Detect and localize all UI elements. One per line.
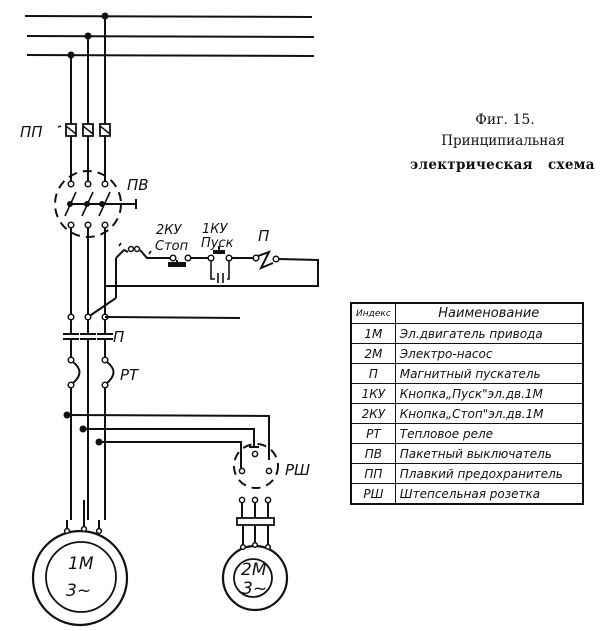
- bus-line-2: [26, 35, 315, 38]
- legend-index: 2КУ: [350, 403, 396, 424]
- motor2-phase: 3~: [242, 579, 267, 599]
- stop-button-id: 2КУ: [156, 223, 183, 238]
- start-button-1ku: 1КУ Пуск: [201, 222, 234, 283]
- legend-index: 1М: [350, 323, 396, 344]
- socket-branch: [63, 411, 270, 470]
- control-circuit: 2КУ Стоп 1КУ Пуск П: [87, 222, 319, 318]
- legend-name: Кнопка„Стоп"эл.дв.1М: [394, 403, 584, 424]
- bus-line-1: [24, 15, 313, 18]
- figure-title-line1: Принципиальная: [441, 133, 565, 149]
- starter-contacts-label: П: [113, 328, 124, 346]
- fuses-pp: ПП: [20, 123, 111, 141]
- figure-number: Фиг. 15.: [475, 112, 535, 128]
- legend-index: РШ: [350, 483, 396, 505]
- starter-coil: П: [252, 227, 280, 270]
- start-button-name: Пуск: [201, 236, 234, 251]
- legend-name: Пакетный выключатель: [394, 443, 584, 464]
- legend-header-name: Наименование: [394, 302, 584, 324]
- legend-header-index: Индекс: [350, 302, 396, 324]
- packet-switch-label: ПВ: [127, 176, 149, 194]
- stop-button-2ku: 2КУ Стоп: [155, 223, 192, 267]
- legend-index: РТ: [350, 423, 396, 444]
- legend-index: ПВ: [350, 443, 396, 464]
- motor-2m: 2М 3~: [221, 541, 289, 612]
- motor1-id: 1М: [68, 554, 94, 574]
- fuses-label: ПП: [20, 123, 43, 141]
- supply-bus: [24, 12, 315, 59]
- legend-index: 2М: [350, 343, 396, 364]
- plug: [236, 496, 275, 546]
- legend-name: Магнитный пускатель: [394, 363, 584, 384]
- motor1-phase: 3~: [66, 581, 91, 601]
- stop-button-name: Стоп: [155, 239, 189, 254]
- motor-1m: 1М 3~: [31, 500, 129, 627]
- legend-name: Кнопка„Пуск"эл.дв.1М: [394, 383, 584, 404]
- starter-coil-label: П: [258, 227, 269, 245]
- thermal-relay: РТ: [67, 356, 140, 389]
- feeder-wires: [70, 16, 106, 124]
- legend-index: 1КУ: [350, 383, 396, 404]
- legend-index: ПП: [350, 463, 396, 484]
- legend-index: П: [350, 363, 396, 384]
- legend-name: Плавкий предохранитель: [394, 463, 584, 484]
- motor2-id: 2М: [241, 560, 267, 580]
- thermal-relay-label: РТ: [120, 366, 140, 384]
- legend-name: Штепсельная розетка: [394, 483, 584, 505]
- legend-name: Эл.двигатель привода: [394, 323, 584, 344]
- start-button-id: 1КУ: [202, 222, 229, 237]
- legend-name: Электро-насос: [394, 343, 584, 364]
- legend-name: Тепловое реле: [394, 423, 584, 444]
- fuse-icon: [65, 123, 77, 137]
- plug-socket-rsh: РШ: [233, 443, 310, 489]
- fuse-icon: [99, 123, 111, 137]
- legend-header-row: Индекс Наименование: [350, 302, 584, 324]
- figure-title-line2: электрическая схема: [410, 157, 595, 173]
- plug-socket-label: РШ: [285, 461, 310, 479]
- fuse-icon: [82, 123, 94, 137]
- starter-contacts: П: [63, 313, 241, 346]
- packet-switch-pv: ПВ: [54, 170, 149, 238]
- bus-line-3: [26, 54, 315, 57]
